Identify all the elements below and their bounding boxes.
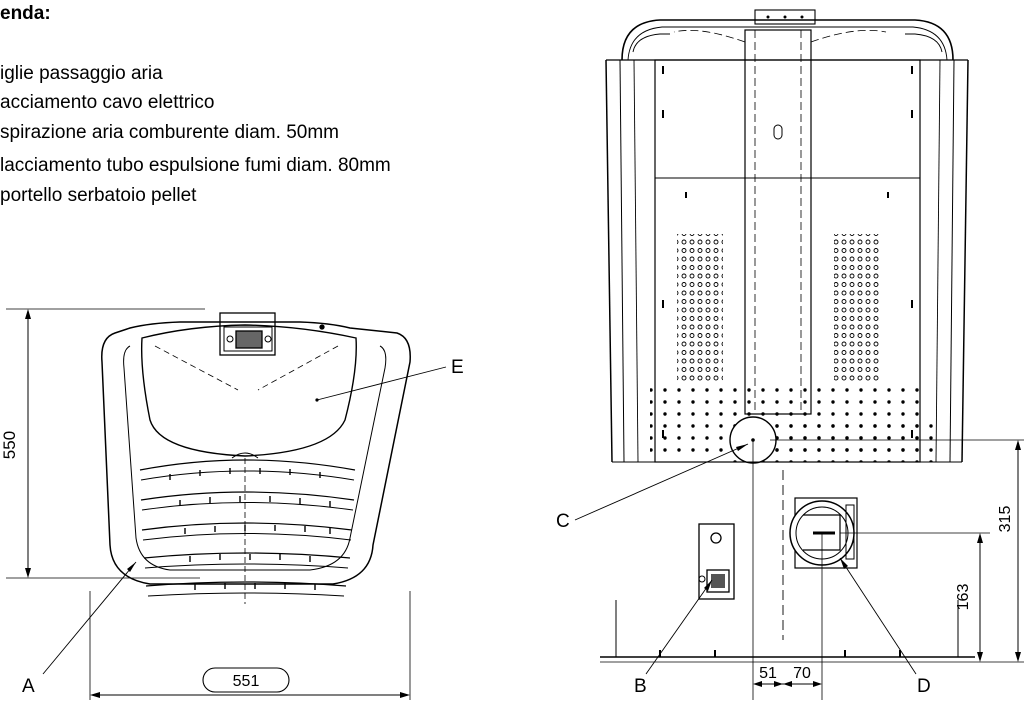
dim-551-label: 551 <box>233 673 260 690</box>
label-c: C <box>556 511 570 532</box>
legend-item-flue-pipe: lacciamento tubo espulsione fumi diam. 8… <box>0 155 391 176</box>
label-b: B <box>634 676 647 697</box>
legend-title: enda: <box>0 3 51 24</box>
legend-item-combustion-air: spirazione aria comburente diam. 50mm <box>0 122 339 143</box>
legend-item-pellet-hatch: portello serbatoio pellet <box>0 185 197 206</box>
dim-70-label: 70 <box>793 665 811 682</box>
dim-550-label: 550 <box>0 431 19 459</box>
label-e: E <box>451 357 464 378</box>
top-view <box>6 308 447 700</box>
label-d: D <box>917 676 931 697</box>
back-view <box>574 9 1024 700</box>
legend-item-electric-cable: acciamento cavo elettrico <box>0 92 215 113</box>
dim-163-label: 163 <box>955 584 972 611</box>
label-a: A <box>22 676 35 697</box>
dim-51-label: 51 <box>759 665 777 682</box>
dim-315-label: 315 <box>997 506 1014 533</box>
legend-item-air-grilles: iglie passaggio aria <box>0 63 163 84</box>
